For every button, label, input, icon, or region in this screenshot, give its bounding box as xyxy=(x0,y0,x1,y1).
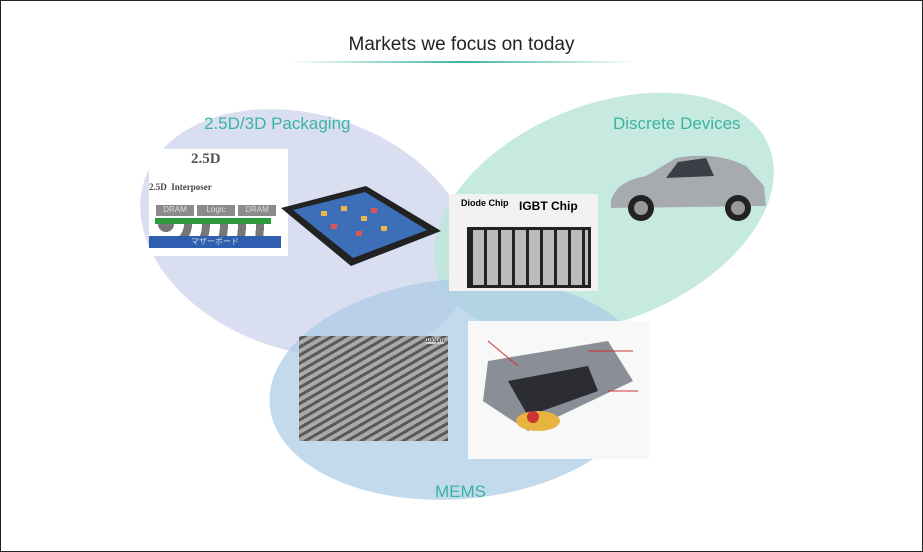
interposer-label: 2.5D Interposer xyxy=(149,182,212,192)
interposer-layer xyxy=(155,218,271,224)
discrete-label: Discrete Devices xyxy=(613,114,741,133)
igbt-chip-label: IGBT Chip xyxy=(519,199,578,213)
mems-sem-image: 100μm xyxy=(299,336,448,441)
igbt-module-image: Diode Chip IGBT Chip xyxy=(449,194,598,291)
interposer-diagram: 2.5D 2.5D Interposer DRAM Logic DRAM マザー… xyxy=(149,149,288,256)
module-body xyxy=(467,227,591,288)
mems-label: MEMS xyxy=(435,482,486,501)
car-image xyxy=(611,155,766,221)
solder-bumps xyxy=(157,224,269,236)
diode-chip-label: Diode Chip xyxy=(461,198,509,208)
title-underline xyxy=(291,61,636,63)
chip-dram: DRAM xyxy=(156,205,194,216)
motherboard: マザーボード xyxy=(149,236,281,248)
printer-image xyxy=(468,321,649,459)
tablet-image xyxy=(281,186,441,266)
chip-logic: Logic xyxy=(197,205,235,216)
scale-bar-label: 100μm xyxy=(425,338,444,344)
packaging-label: 2.5D/3D Packaging xyxy=(204,114,351,133)
diagram-title: 2.5D xyxy=(191,151,221,167)
chip-dram: DRAM xyxy=(238,205,276,216)
page-title: Markets we focus on today xyxy=(348,34,575,55)
